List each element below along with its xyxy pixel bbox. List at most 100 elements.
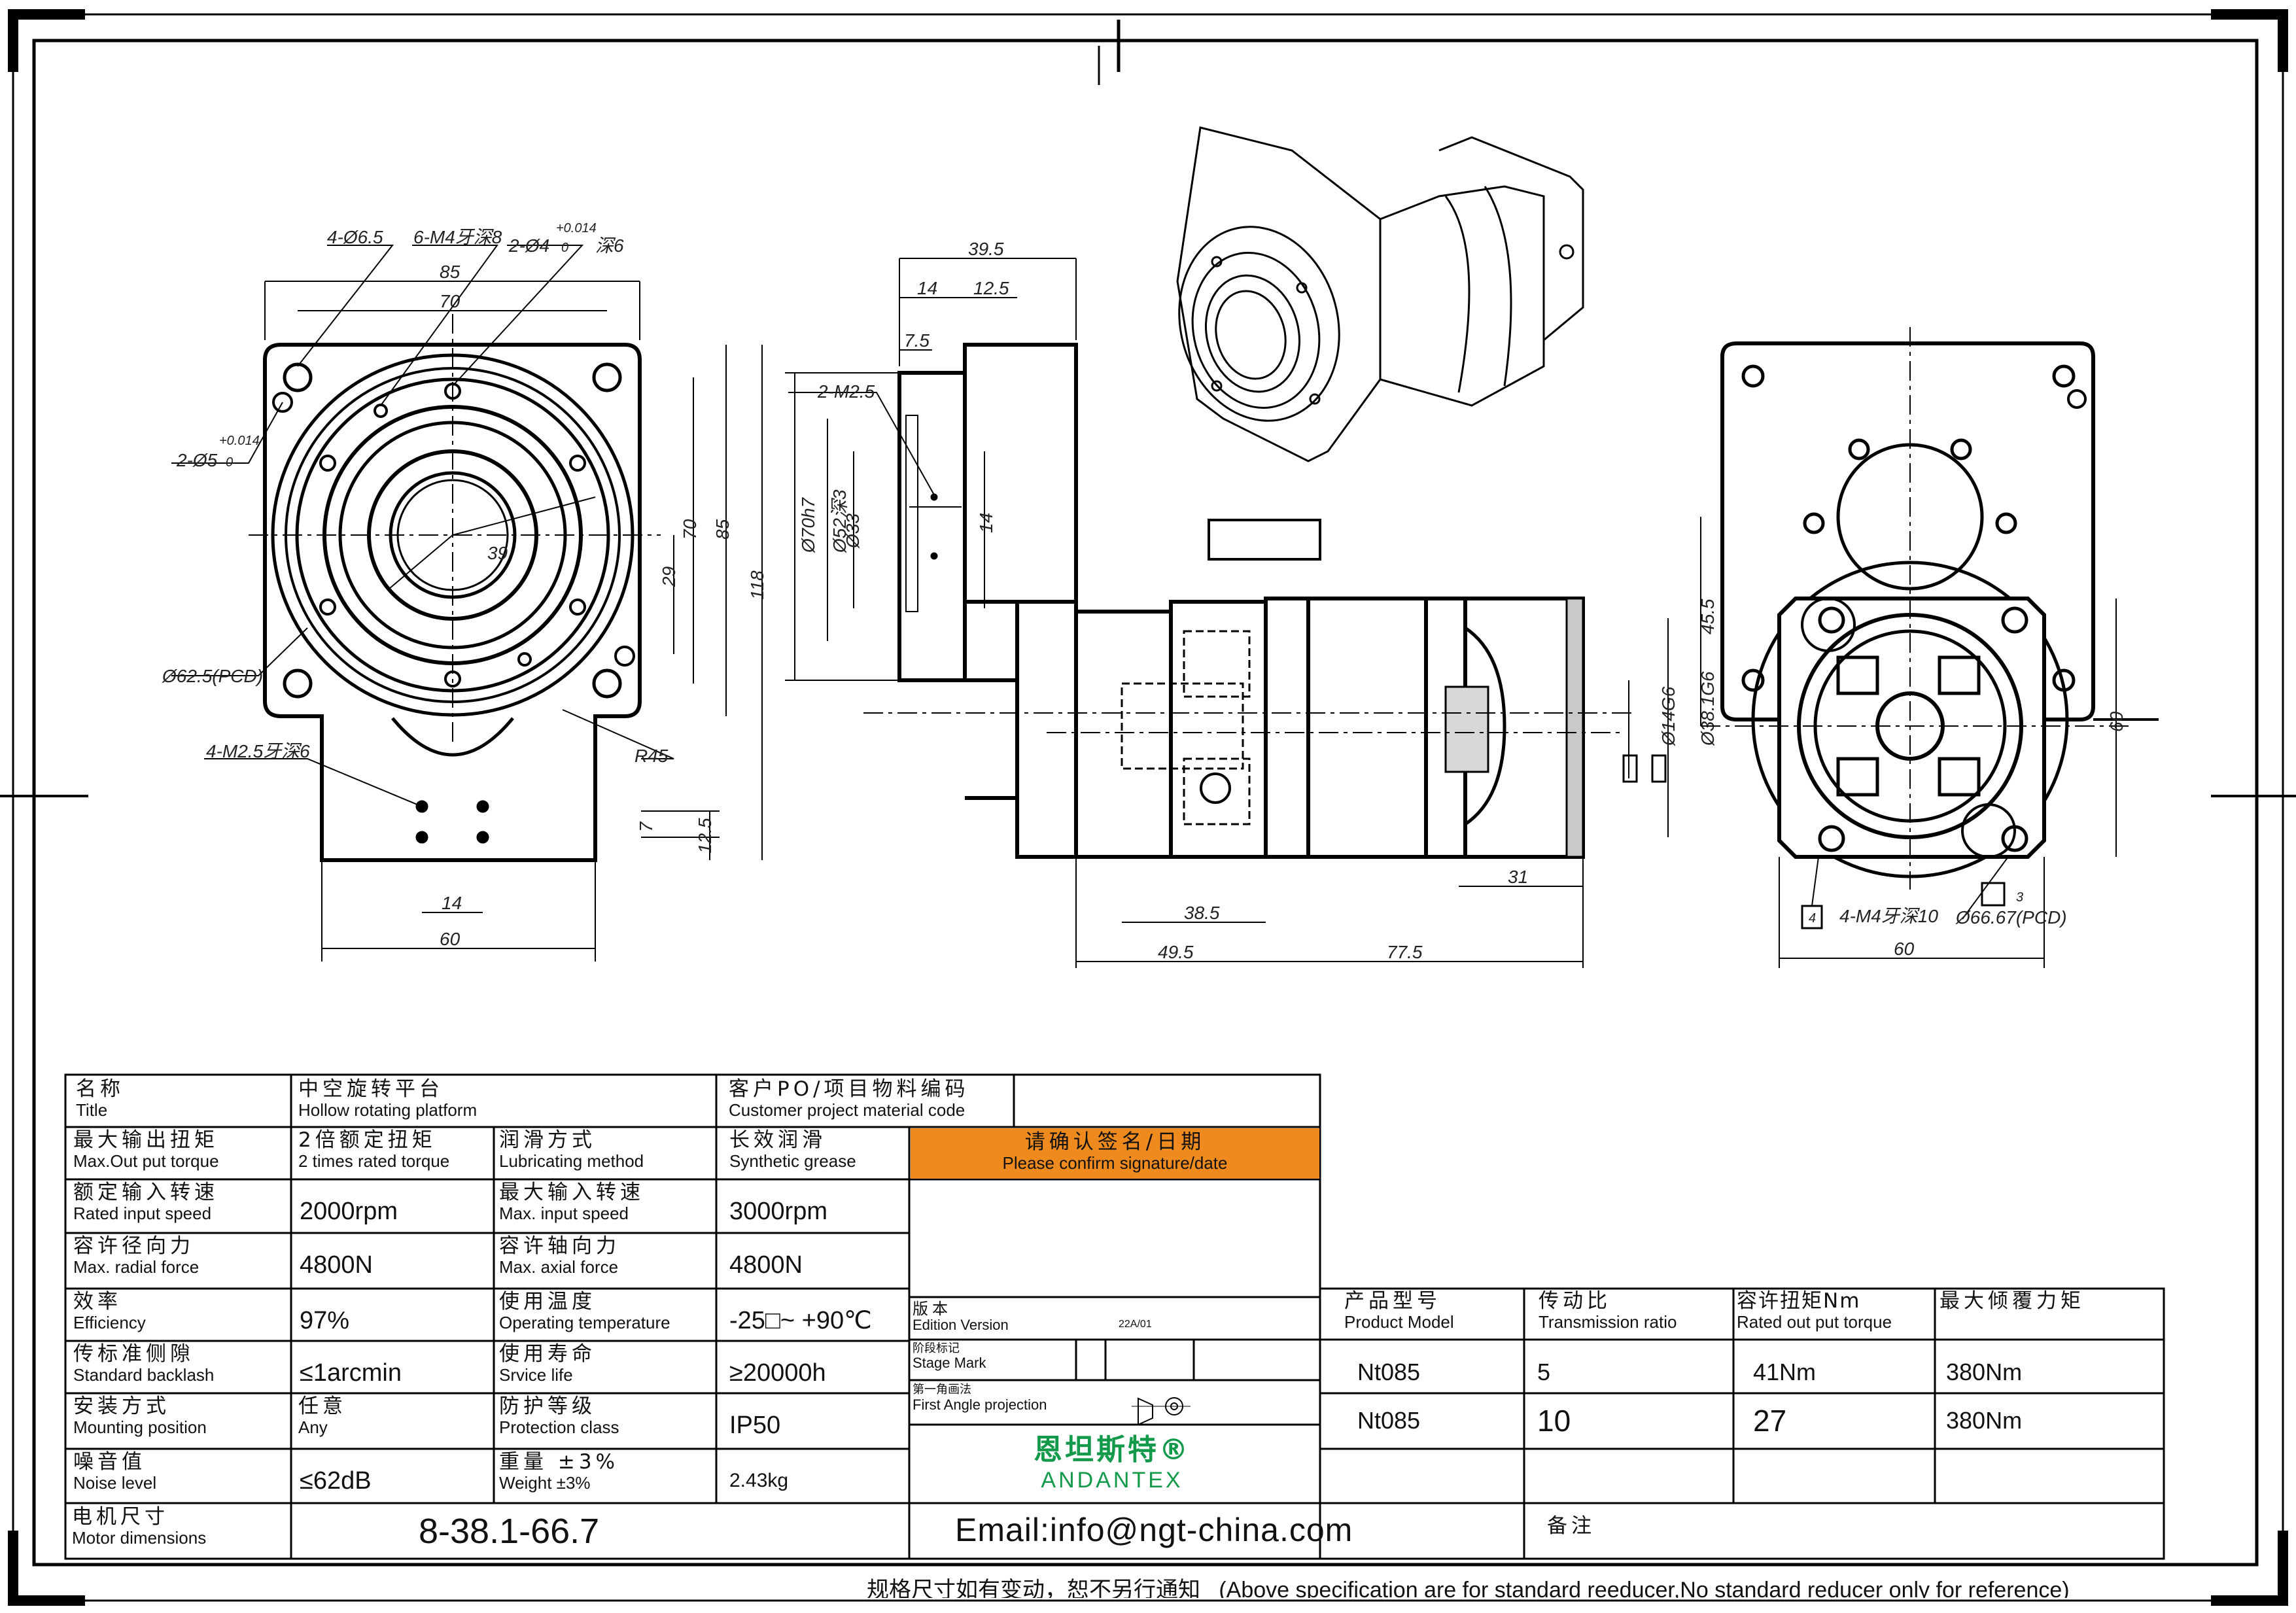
front-view: [171, 245, 763, 962]
dim-h29: 29: [659, 566, 679, 587]
dim-side-125: 12.5: [973, 278, 1009, 298]
dim-w85: 85: [440, 262, 461, 282]
product-model: Nt085: [1357, 1408, 1421, 1434]
spec-value: 3000rpm: [729, 1198, 827, 1225]
product-model: Nt085: [1357, 1359, 1421, 1385]
ratio-value: 10: [1537, 1408, 1571, 1438]
table-grid: [64, 1073, 2165, 1560]
dim-sec-775: 77.5: [1387, 942, 1423, 962]
spec-value: ≤62dB: [300, 1467, 372, 1495]
dim-m25: 4-M2.5牙深6: [206, 741, 310, 761]
dim-right-pcd: Ø66.67(PCD): [1955, 907, 2067, 928]
torque-value: 27: [1753, 1408, 1787, 1438]
dim-w70: 70: [440, 291, 461, 311]
dim-right-circ2: 3: [2016, 890, 2023, 905]
dim-sec-495: 49.5: [1158, 942, 1194, 962]
tilt-value: 380Nm: [1946, 1359, 2023, 1385]
dim-d7: 7: [636, 821, 656, 832]
dim-pin-2-left-tol: +0.014: [219, 434, 260, 448]
dim-pin-2-left-tol0: 0: [226, 455, 233, 470]
dim-r45: R45: [635, 746, 669, 766]
spec-value: 2.43kg: [729, 1470, 789, 1491]
dim-side-d52: Ø52深3: [829, 489, 850, 553]
dim-right-60w: 60: [1894, 939, 1915, 959]
dim-sec-385: 38.5: [1184, 903, 1220, 923]
ratio-value: 5: [1537, 1359, 1551, 1385]
remark-label: 备注: [1547, 1515, 1595, 1538]
contact-email: Email:info@ngt-china.com: [955, 1512, 1353, 1548]
spec-value: 97%: [300, 1307, 350, 1334]
right-view-dimensions: 45.5 60 60 4 4-M4牙深10 3 Ø66.67(PCD): [1697, 598, 2127, 959]
spec-value: ≥20000h: [729, 1359, 826, 1387]
company-logo: 恩坦斯特® ANDANTEX: [1034, 1433, 1191, 1493]
spec-value: IP50: [729, 1412, 781, 1439]
spec-value: -25□~ +90℃: [729, 1307, 872, 1334]
isometric-view: [1176, 126, 1584, 462]
drawing-frame: [0, 9, 2296, 1606]
dim-thread-6: 6-M4牙深8: [413, 227, 502, 247]
spec-value: ≤1arcmin: [300, 1359, 402, 1387]
dim-pin-2-left: 2-Ø5: [176, 450, 218, 470]
dim-pin-2-top-tol0: 0: [561, 241, 568, 255]
dim-h70: 70: [680, 519, 700, 540]
blank-box: [1208, 519, 1321, 561]
spec-label: 重量 ±3%Weight ±3%: [499, 1451, 619, 1493]
dim-d125: 12.5: [695, 818, 715, 854]
dim-right-455: 45.5: [1697, 598, 1718, 634]
dim-side-75: 7.5: [904, 330, 930, 351]
edition-value: 22A/01: [1119, 1319, 1152, 1330]
dim-holes-4: 4-Ø6.5: [327, 227, 383, 247]
dim-side-m25: 2-M2.5: [817, 381, 875, 402]
footer-note: 规格尺寸如有变动，恕不另行通知 (Above specification are…: [867, 1578, 2070, 1598]
dim-right-60h: 60: [2106, 711, 2127, 732]
dim-side-d70: Ø70h7: [798, 497, 818, 553]
dim-side-14: 14: [917, 278, 937, 298]
motor-value: 8-38.1-66.7: [419, 1512, 600, 1551]
dim-d14b: 14: [442, 893, 462, 913]
dim-right-m4: 4-M4牙深10: [1839, 906, 1938, 926]
dim-d60: 60: [440, 929, 461, 949]
torque-value: 41Nm: [1753, 1359, 1817, 1385]
dim-side-14v: 14: [976, 513, 996, 533]
section-view: [785, 258, 1669, 968]
dim-pin-2-top: 2-Ø4: [508, 235, 549, 256]
tilt-header: 最大倾覆力矩: [1939, 1290, 2085, 1313]
right-view: [1700, 327, 2159, 968]
section-view-dimensions: 39.5 14 12.5 7.5 2-M2.5 Ø70h7 Ø52深3 Ø33 …: [798, 239, 1718, 962]
dim-side-395: 39.5: [968, 239, 1004, 259]
front-view-dimensions: 4-Ø6.5 6-M4牙深8 2-Ø4 +0.014 0 深6 2-Ø5 +0.…: [162, 221, 767, 949]
dim-h118: 118: [747, 570, 767, 600]
spec-value: 2000rpm: [300, 1198, 398, 1225]
dim-pin-2-top-tol: +0.014: [556, 221, 597, 235]
dim-d39: 39: [487, 543, 508, 563]
tilt-value: 380Nm: [1946, 1408, 2023, 1434]
dim-pcd625: Ø62.5(PCD): [162, 666, 263, 686]
dim-right-circ1: 4: [1809, 911, 1816, 926]
